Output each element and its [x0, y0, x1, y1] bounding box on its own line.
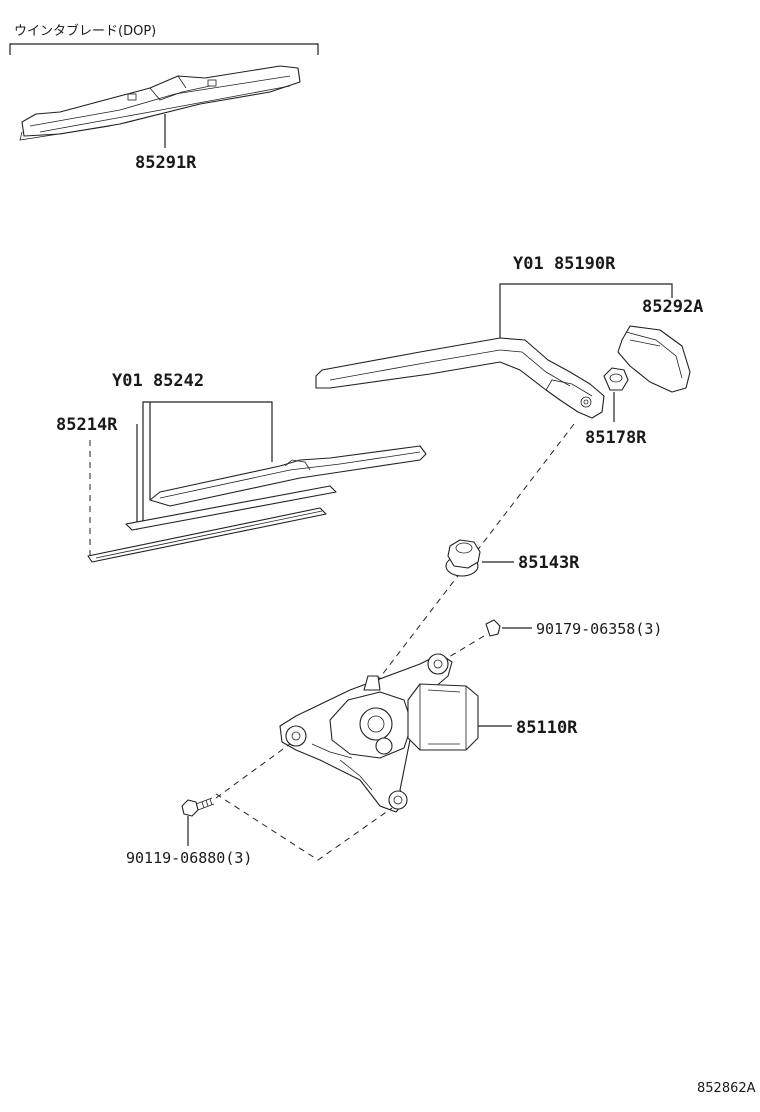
section-title: ウインタブレード(DOP) — [14, 23, 156, 39]
axis-line-screw-upper — [443, 635, 485, 661]
bracket-blade-assembly — [142, 401, 273, 525]
motor-screw-upper-group: 90179-06358(3) — [443, 619, 662, 661]
axis-line-bolt-2 — [215, 793, 393, 861]
motor-bolt-lower-group: 90119-06880(3) — [126, 743, 393, 867]
label-arm-assembly[interactable]: Y01 85190R — [513, 254, 616, 274]
blade-assembly-group: Y01 85242 85214R — [56, 371, 427, 563]
arm-cap-drawing — [617, 325, 691, 393]
arm-nut-drawing — [603, 367, 629, 391]
diagram-code: 852862A — [697, 1081, 756, 1096]
winter-blade-drawing — [19, 65, 301, 141]
label-blade-rubber[interactable]: 85214R — [56, 415, 118, 435]
label-bolt-lower[interactable]: 90119-06880(3) — [126, 849, 252, 867]
wiper-motor-drawing — [279, 653, 479, 813]
wiper-arm-drawing — [315, 337, 605, 419]
label-pivot-bushing[interactable]: 85143R — [518, 553, 580, 573]
screw-upper-drawing — [485, 619, 501, 637]
arm-assembly-group: Y01 85190R 85292A 85178R — [315, 254, 703, 448]
axis-line-bolt-1 — [215, 743, 291, 799]
bolt-lower-drawing — [181, 797, 215, 817]
label-blade-assembly[interactable]: Y01 85242 — [112, 371, 204, 391]
label-arm-nut[interactable]: 85178R — [585, 428, 647, 448]
wiper-blade-drawing — [87, 445, 427, 563]
winter-blade-section: ウインタブレード(DOP) 85291R — [9, 23, 319, 173]
section-bracket — [9, 43, 319, 55]
wiper-motor-group: 85110R — [279, 653, 578, 813]
pivot-bushing-group: 85143R — [445, 539, 580, 577]
label-screw-upper[interactable]: 90179-06358(3) — [536, 620, 662, 638]
label-arm-cap[interactable]: 85292A — [642, 297, 703, 317]
label-wiper-motor[interactable]: 85110R — [516, 718, 578, 738]
pivot-bushing-drawing — [445, 539, 481, 577]
bracket-arm-assembly — [499, 283, 673, 345]
label-blade-dop[interactable]: 85291R — [135, 153, 197, 173]
